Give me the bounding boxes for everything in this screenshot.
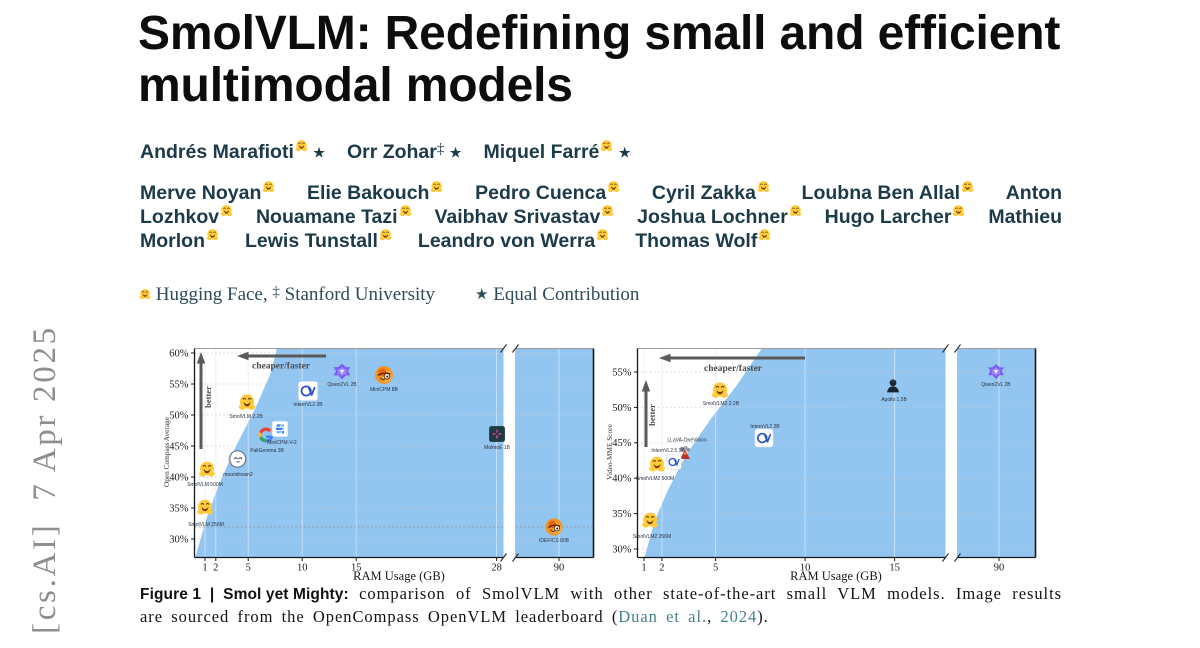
svg-text:InternVL2 2B: InternVL2 2B [750,424,780,430]
svg-text:5: 5 [713,563,718,574]
svg-text:10: 10 [800,563,811,574]
svg-text:SmolVLM 500M: SmolVLM 500M [187,482,223,488]
svg-text:35%: 35% [169,503,189,514]
svg-text:45%: 45% [612,438,632,449]
svg-text:2: 2 [659,563,664,574]
svg-text:1: 1 [202,563,207,574]
svg-text:60%: 60% [169,348,189,359]
svg-text:MiniCPM 8B: MiniCPM 8B [370,387,398,393]
svg-text:moondream2: moondream2 [223,472,253,478]
svg-text:40%: 40% [612,474,632,485]
svg-text:30%: 30% [612,544,632,555]
svg-text:55%: 55% [169,379,189,390]
svg-text:SmolVLM2 2.2B: SmolVLM2 2.2B [703,401,740,407]
svg-text:55%: 55% [612,367,632,378]
svg-text:MiniCPM-V-2: MiniCPM-V-2 [267,440,297,446]
svg-text:cheaper/faster: cheaper/faster [252,362,311,372]
svg-text:SmolVLM2 500M: SmolVLM2 500M [636,476,674,482]
svg-text:50%: 50% [169,410,189,421]
svg-text:Qwen2VL 2B: Qwen2VL 2B [981,382,1011,388]
svg-text:InternVL2 2B: InternVL2 2B [293,402,323,408]
svg-text:MolmoE 1B: MolmoE 1B [484,445,511,451]
svg-text:40%: 40% [169,472,189,483]
svg-text:Qwen2VL 2B: Qwen2VL 2B [327,382,357,388]
svg-text:10: 10 [297,563,308,574]
svg-text:SmolVLM2 256M: SmolVLM2 256M [633,534,671,540]
svg-text:45%: 45% [169,441,189,452]
svg-text:PaliGemma 3B: PaliGemma 3B [250,448,284,454]
svg-text:15: 15 [351,563,362,574]
svg-text:InternVL2.5 1B: InternVL2.5 1B [651,448,685,454]
svg-text:2: 2 [213,563,218,574]
svg-text:better: better [647,404,657,426]
svg-text:RAM Usage (GB): RAM Usage (GB) [790,569,882,583]
svg-text:cheaper/faster: cheaper/faster [704,364,763,374]
svg-text:SmolVLM 256M: SmolVLM 256M [188,522,224,528]
svg-text:5: 5 [246,563,251,574]
svg-text:90: 90 [994,563,1005,574]
svg-text:RAM Usage (GB): RAM Usage (GB) [353,569,445,583]
svg-text:1: 1 [641,563,646,574]
svg-text:SmolVLM 2.2B: SmolVLM 2.2B [229,414,263,420]
svg-text:IDEFICS 80B: IDEFICS 80B [539,538,570,544]
svg-text:Apollo 1.5B: Apollo 1.5B [881,397,907,403]
svg-text:15: 15 [889,563,900,574]
svg-text:50%: 50% [612,403,632,414]
svg-text:35%: 35% [612,509,632,520]
svg-text:Open Compass Average: Open Compass Average [162,417,171,487]
svg-text:28: 28 [491,563,502,574]
svg-text:LLaVA-OneVision: LLaVA-OneVision [667,438,707,444]
svg-text:30%: 30% [169,534,189,545]
svg-text:better: better [203,386,213,408]
svg-text:Video-MME Score: Video-MME Score [605,424,614,480]
svg-text:90: 90 [554,563,565,574]
